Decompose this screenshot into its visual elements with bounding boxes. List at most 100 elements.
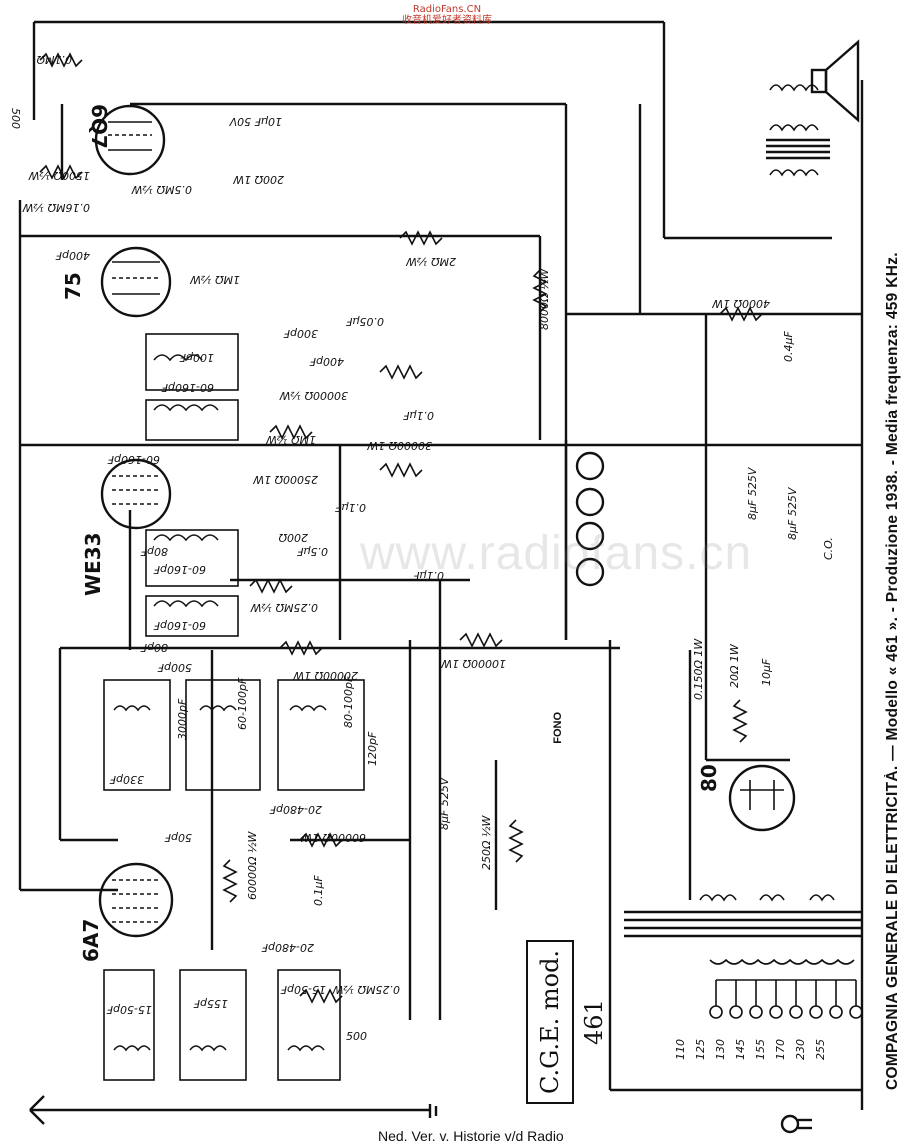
label-co: C.O.: [822, 537, 835, 560]
label-r20000: 20000Ω 1W: [292, 669, 358, 682]
label-r1m: 1MΩ ½W: [189, 273, 240, 286]
tube-label-6a7: 6A7: [79, 919, 103, 962]
if-transformers: [145, 333, 239, 637]
label-c60160: 60-160pF: [161, 381, 214, 394]
label-c01d: 0.1μF: [312, 875, 325, 906]
model-label: C.G.E. mod. 461: [536, 949, 608, 1095]
label-c01: 0.1μF: [403, 409, 434, 422]
label-c8b: 8μF 525V: [786, 486, 799, 540]
label-r016: 0.16MΩ ½W: [21, 201, 90, 214]
label-c400b: 400pF: [309, 355, 344, 368]
tube-label-80: 80: [697, 764, 721, 792]
tap-label: 125: [694, 1039, 707, 1060]
tap-label: 170: [774, 1039, 787, 1060]
ground-symbol: [428, 1104, 438, 1118]
tap-contact: [809, 1005, 823, 1019]
label-c10: 10μF: [760, 658, 773, 686]
label-c60160b: 60-160pF: [107, 453, 160, 466]
tap-contact: [729, 1005, 743, 1019]
label-r60000: 60000Ω 1W: [300, 831, 366, 844]
label-r4000: 4000Ω 1W: [711, 297, 770, 310]
speaker: [810, 39, 860, 123]
label-r200: 200Ω 1W: [232, 173, 284, 186]
tube-we33: [100, 458, 172, 530]
ghost-watermark: www.radiofans.cn: [360, 527, 753, 580]
label-c1550: 15-50pF: [106, 1003, 152, 1016]
label-c20480: 20-480pF: [269, 803, 322, 816]
label-c155: 155pF: [193, 997, 228, 1010]
voltage-selector: 110 125 130 145 155 170 230 255: [674, 979, 863, 1060]
tap-contact: [829, 1005, 843, 1019]
tap-label: 230: [794, 1039, 807, 1060]
label-c60160c: 60-160pF: [153, 563, 206, 576]
power-transformer: [624, 894, 862, 965]
label-r0150: 0.150Ω 1W: [692, 638, 705, 700]
tap-contact: [709, 1005, 723, 1019]
main-wires: [18, 20, 864, 1112]
label-c500b: 500pF: [157, 661, 192, 674]
label-r30000b: 30000Ω 1W: [366, 439, 432, 452]
tube-label-6q7: 6Q7: [87, 104, 111, 149]
footer-caption: Ned. Ver. v. Historie v/d Radio: [378, 1128, 564, 1144]
label-c50: 50pF: [164, 831, 192, 844]
tap-label: 130: [714, 1039, 727, 1060]
watermark: RadioFans.CN 收音机爱好者资料库: [402, 4, 492, 26]
label-r20: 20Ω 1W: [728, 643, 741, 688]
label-r250: 250Ω ½W: [480, 814, 493, 870]
label-r200b: 200Ω: [278, 531, 308, 544]
model-label-box: C.G.E. mod. 461: [526, 940, 608, 1104]
label-c300: 300pF: [283, 327, 318, 340]
label-r025b: 0.25MΩ ½W: [331, 983, 400, 996]
watermark-line1: RadioFans.CN: [412, 4, 482, 15]
tap-label: 255: [814, 1039, 827, 1060]
tube-label-we33: WE33: [81, 532, 105, 596]
label-r05: 0.5MΩ ½W: [130, 183, 192, 196]
label-c1550b: 15-50pF: [280, 983, 326, 996]
label-c500: 500: [9, 108, 22, 129]
tube-6q7: [94, 104, 166, 176]
fono-label: FONO: [552, 712, 564, 744]
tap-label: 110: [674, 1039, 687, 1060]
tube-75: [100, 246, 172, 318]
side-title: COMPAGNIA GENERALE DI ELETTRICITÀ. — Mod…: [884, 252, 901, 1090]
label-c330: 330pF: [109, 773, 144, 786]
tap-contact: [789, 1005, 803, 1019]
label-c60160d: 60-160pF: [153, 619, 206, 632]
power-plug: [780, 1114, 812, 1134]
label-c20480b: 20-480pF: [261, 941, 314, 954]
label-r1500: 1500Ω ½W: [27, 169, 90, 182]
label-c60100: 60-100pF: [236, 677, 249, 730]
component-labels: 0.1MΩ 500 10μF 50V 200Ω 1W 1500Ω ½W 0.5M…: [9, 53, 835, 1043]
label-r60000b: 60000Ω ½W: [246, 830, 259, 900]
label-r10000: 10000Ω 1W: [440, 657, 506, 670]
label-c80a: 80pF: [140, 545, 168, 558]
label-r25000: 25000Ω 1W: [252, 473, 318, 486]
label-r30000: 30000Ω ½W: [278, 389, 348, 402]
tap-contact: [749, 1005, 763, 1019]
label-r01: 0.1MΩ: [36, 53, 72, 66]
label-c100: 100pF: [179, 351, 214, 364]
label-r1mb: 1MΩ ½W: [265, 433, 316, 446]
label-c400: 400pF: [55, 249, 90, 262]
label-c01c: 0.1μF: [413, 569, 444, 582]
antenna-symbol: [29, 1095, 45, 1125]
label-c8c: 8μF 525V: [438, 776, 451, 830]
label-c500c: 500: [346, 1030, 367, 1043]
label-r025: 0.25MΩ ½W: [249, 601, 318, 614]
label-c3000: 3000pF: [176, 698, 189, 740]
tap-contact: [849, 1005, 863, 1019]
label-c8a: 8μF 525V: [746, 466, 759, 520]
tone-switch: [575, 451, 605, 587]
tap-label: 145: [734, 1039, 747, 1060]
resistors: [39, 52, 763, 1004]
tube-80: [728, 764, 796, 832]
output-transformer: [766, 84, 830, 177]
tap-label: 155: [754, 1039, 767, 1060]
label-r2m: 2MΩ ½W: [405, 255, 456, 268]
tube-6a7: [98, 862, 174, 938]
label-c01b: 0.1μF: [335, 501, 366, 514]
label-c80100: 80-100pF: [342, 675, 355, 728]
label-c005: 0.05μF: [346, 315, 384, 328]
label-c80b: 80pF: [140, 641, 168, 654]
